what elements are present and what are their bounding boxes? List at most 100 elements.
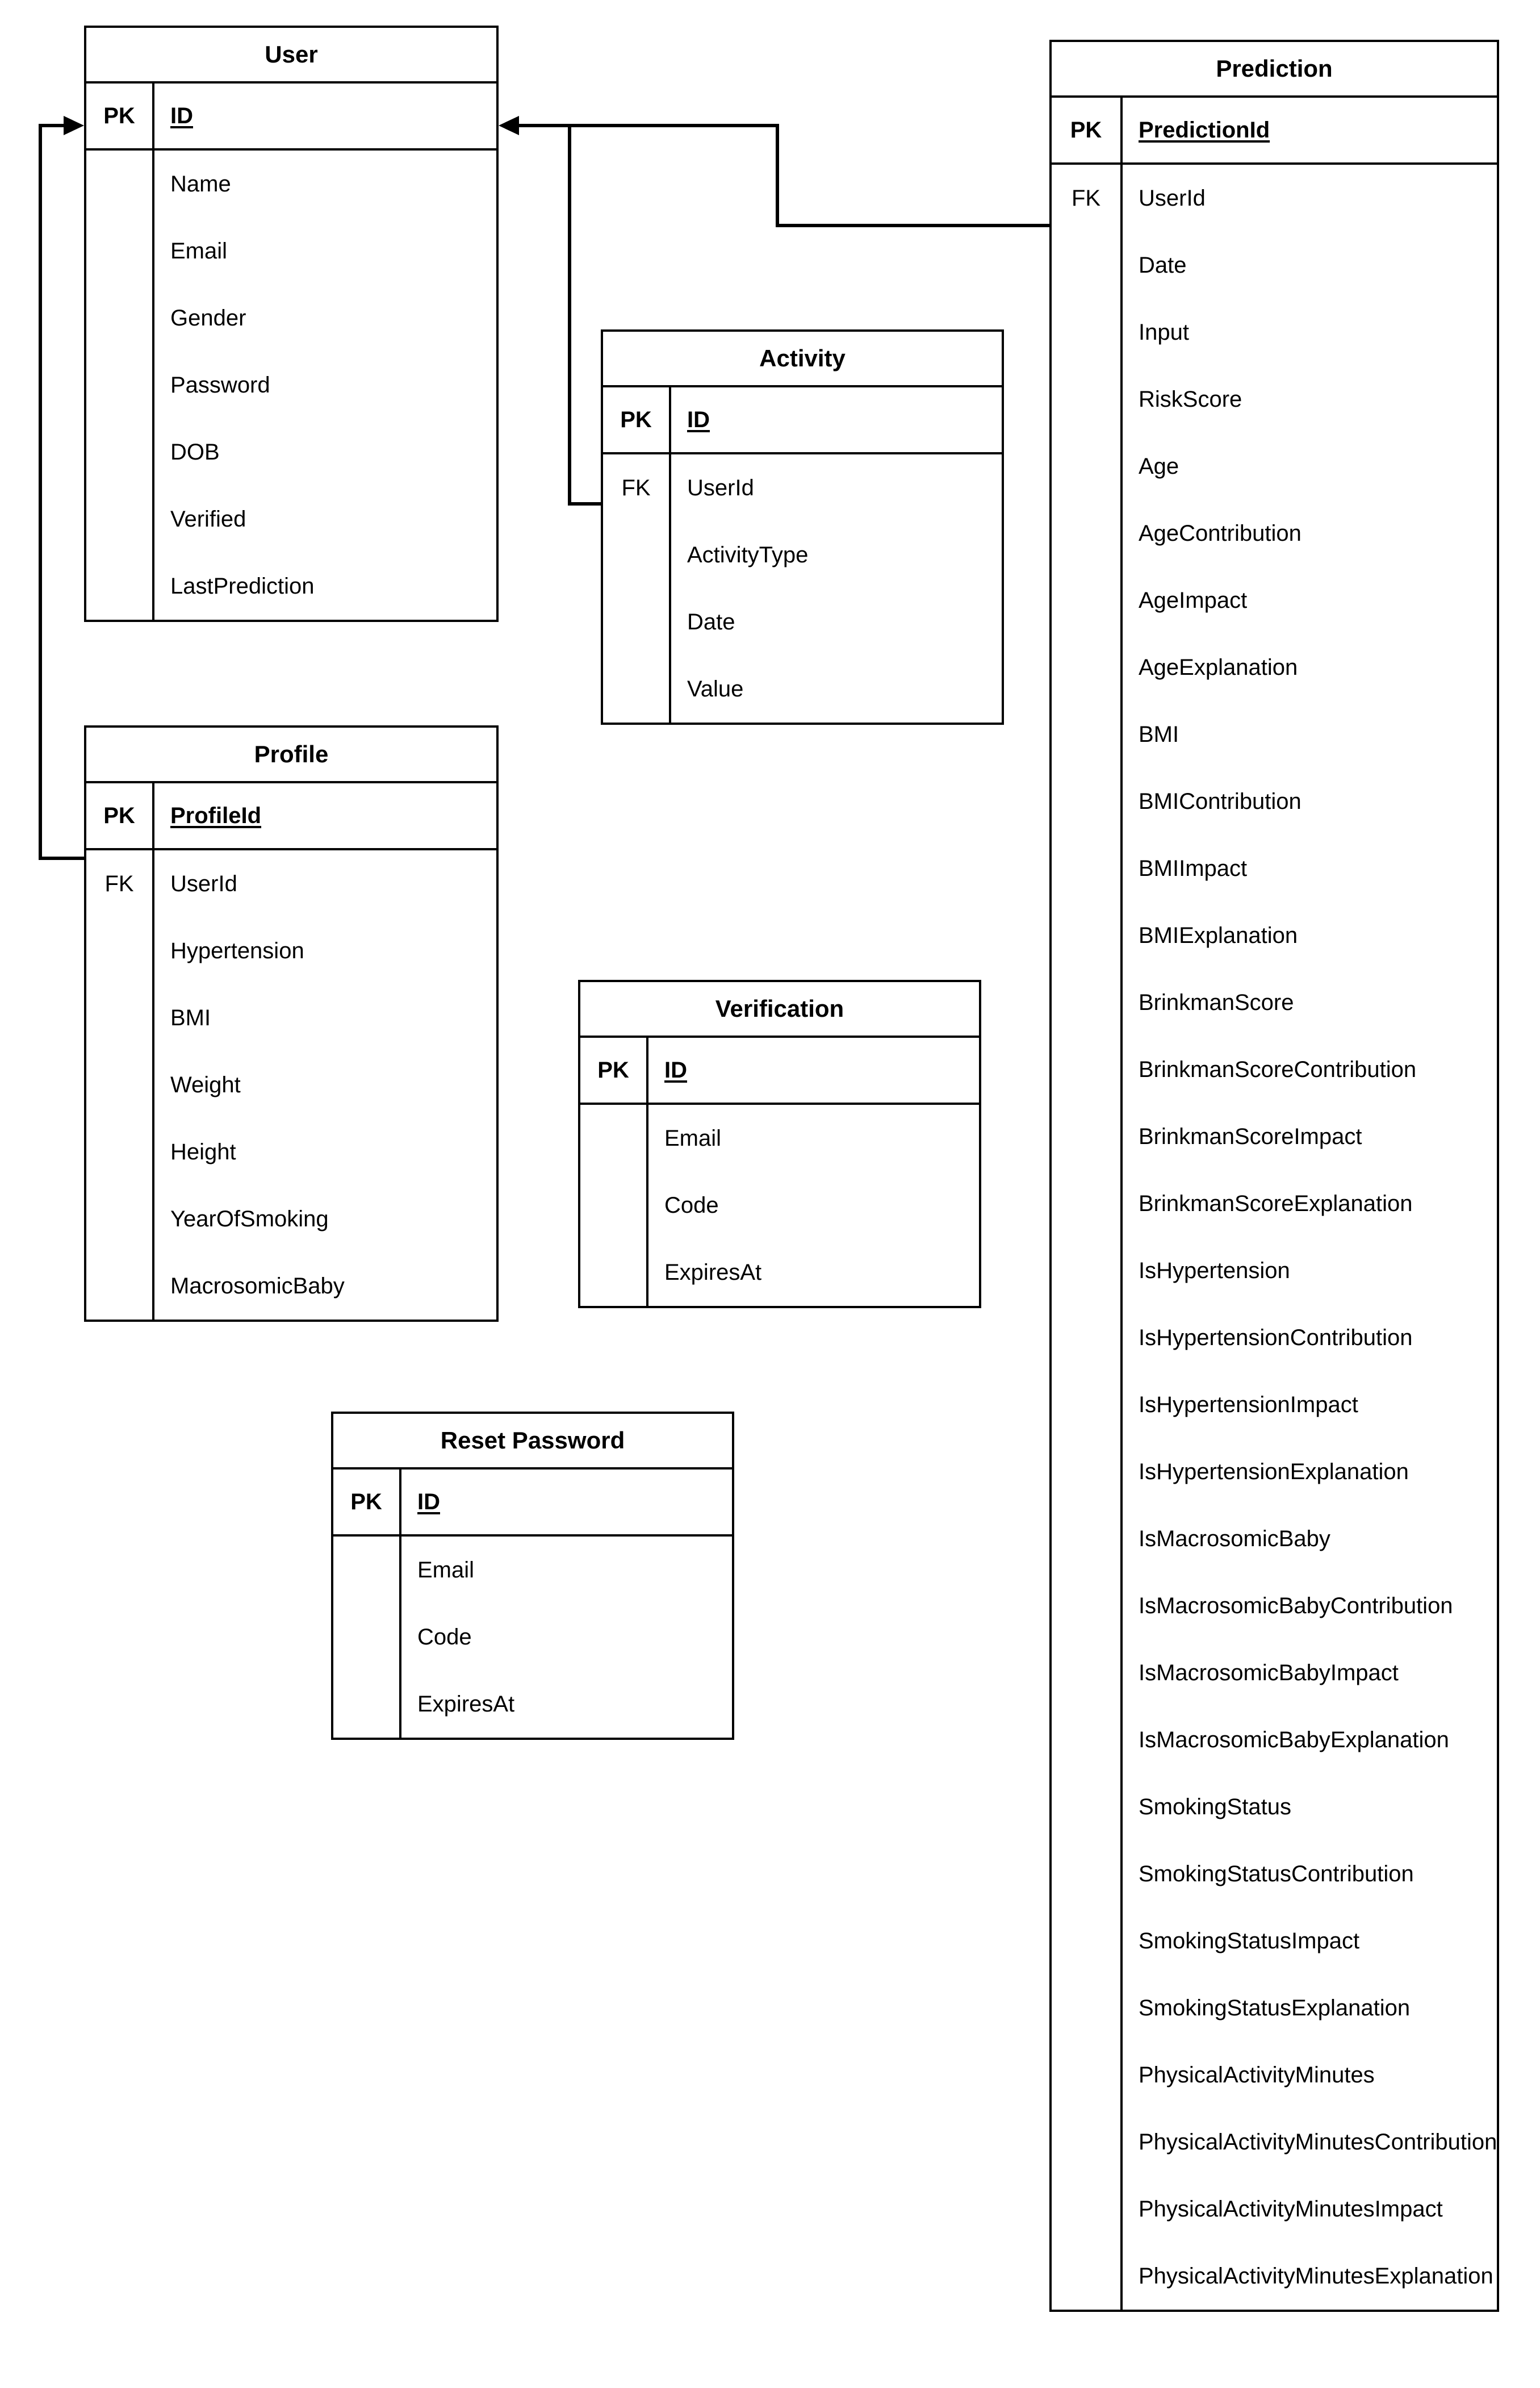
entity-verification-title: Verification	[580, 982, 979, 1038]
attribute-name: SmokingStatus	[1139, 1794, 1292, 1819]
attribute-name: ExpiresAt	[417, 1691, 515, 1717]
attribute-name: IsMacrosomicBabyImpact	[1139, 1660, 1399, 1685]
attribute-name: Password	[170, 372, 270, 398]
attribute-key-cell	[86, 218, 154, 285]
attribute-name: Height	[170, 1139, 236, 1164]
entity-reset-password-pk-row: PK ID	[333, 1469, 732, 1537]
attribute-row: Age	[1052, 433, 1497, 500]
connector-profile-user-arrowhead	[64, 116, 84, 135]
attribute-row: BMI	[86, 984, 496, 1051]
attribute-name: Email	[664, 1125, 722, 1151]
attribute-name: Date	[1139, 252, 1187, 278]
attribute-key-cell	[1052, 2243, 1123, 2310]
attribute-row: BrinkmanScore	[1052, 969, 1497, 1036]
entity-prediction-fk-label: FK	[1052, 165, 1123, 232]
attribute-row: IsHypertension	[1052, 1237, 1497, 1304]
attribute-key-cell	[86, 285, 154, 352]
attribute-name: PhysicalActivityMinutes	[1139, 2062, 1375, 2088]
connector-profile-user-horizontal-top	[39, 124, 67, 127]
connector-prediction-user-vertical	[776, 124, 779, 227]
attribute-key-cell	[86, 553, 154, 620]
attribute-name: BrinkmanScoreExplanation	[1139, 1191, 1413, 1216]
attribute-key-cell	[1052, 433, 1123, 500]
attribute-row: Email	[86, 218, 496, 285]
attribute-row: IsMacrosomicBabyExplanation	[1052, 1706, 1497, 1773]
attribute-row: Verified	[86, 486, 496, 553]
entity-prediction-fk-attribute: UserId	[1139, 185, 1206, 211]
attribute-row: IsMacrosomicBaby	[1052, 1505, 1497, 1572]
attribute-key-cell	[86, 1118, 154, 1185]
attribute-name: Code	[664, 1192, 719, 1218]
attribute-name: BrinkmanScoreImpact	[1139, 1124, 1362, 1149]
attribute-key-cell	[86, 984, 154, 1051]
attribute-row: Email	[580, 1105, 979, 1172]
attribute-key-cell	[86, 1185, 154, 1253]
attribute-key-cell	[1052, 1907, 1123, 1974]
attribute-name: BMI	[1139, 721, 1179, 747]
attribute-key-cell	[1052, 1237, 1123, 1304]
attribute-key-cell	[603, 588, 671, 656]
connector-user-trunk-arrowhead	[499, 116, 519, 135]
attribute-key-cell	[1052, 366, 1123, 433]
attribute-key-cell	[1052, 634, 1123, 701]
entity-activity-fk-label: FK	[603, 454, 671, 521]
attribute-name: PhysicalActivityMinutesImpact	[1139, 2196, 1443, 2222]
attribute-name: Verified	[170, 506, 246, 532]
attribute-name: ExpiresAt	[664, 1259, 762, 1285]
attribute-row: ActivityType	[603, 521, 1002, 588]
attribute-key-cell	[1052, 701, 1123, 768]
attribute-key-cell	[1052, 2176, 1123, 2243]
attribute-name: Email	[417, 1557, 475, 1583]
entity-prediction-pk-label: PK	[1052, 98, 1123, 162]
attribute-row: AgeImpact	[1052, 567, 1497, 634]
attribute-key-cell	[333, 1604, 401, 1671]
attribute-name: SmokingStatusExplanation	[1139, 1995, 1411, 2020]
attribute-row: Name	[86, 151, 496, 218]
attribute-key-cell	[1052, 1639, 1123, 1706]
attribute-name: IsHypertensionImpact	[1139, 1392, 1358, 1417]
attribute-key-cell	[1052, 1706, 1123, 1773]
entity-prediction[interactable]: Prediction PK PredictionId FK UserId Dat…	[1049, 40, 1499, 2312]
attribute-row: SmokingStatus	[1052, 1773, 1497, 1840]
attribute-row: IsHypertensionContribution	[1052, 1304, 1497, 1371]
attribute-row: PhysicalActivityMinutesContribution	[1052, 2109, 1497, 2176]
entity-profile-pk-attribute: ProfileId	[170, 803, 262, 828]
entity-user-pk-label: PK	[86, 84, 154, 148]
attribute-name: IsHypertensionExplanation	[1139, 1459, 1409, 1484]
attribute-name: Email	[170, 238, 228, 264]
attribute-key-cell	[86, 151, 154, 218]
attribute-key-cell	[86, 917, 154, 984]
connector-profile-user-vertical	[39, 124, 42, 860]
attribute-key-cell	[1052, 835, 1123, 902]
entity-prediction-fk-row: FK UserId	[1052, 165, 1497, 232]
attribute-key-cell	[603, 656, 671, 723]
attribute-name: IsMacrosomicBabyContribution	[1139, 1593, 1453, 1618]
entity-activity-pk-row: PK ID	[603, 387, 1002, 454]
attribute-name: PhysicalActivityMinutesExplanation	[1139, 2263, 1493, 2289]
attribute-key-cell	[1052, 768, 1123, 835]
entity-profile-title: Profile	[86, 728, 496, 783]
attribute-key-cell	[1052, 567, 1123, 634]
attribute-key-cell	[1052, 1840, 1123, 1907]
attribute-row: PhysicalActivityMinutesExplanation	[1052, 2243, 1497, 2310]
attribute-row: Weight	[86, 1051, 496, 1118]
attribute-row: BMIExplanation	[1052, 902, 1497, 969]
entity-profile-pk-label: PK	[86, 783, 154, 848]
entity-prediction-pk-row: PK PredictionId	[1052, 98, 1497, 165]
entity-user-title: User	[86, 28, 496, 84]
attribute-name: BMIImpact	[1139, 855, 1248, 881]
attribute-name: BMIExplanation	[1139, 922, 1298, 948]
attribute-name: BMI	[170, 1005, 211, 1030]
attribute-name: RiskScore	[1139, 386, 1242, 412]
attribute-row: Date	[603, 588, 1002, 656]
attribute-row: Password	[86, 352, 496, 419]
entity-profile[interactable]: Profile PK ProfileId FK UserId Hypertens…	[84, 725, 499, 1322]
attribute-key-cell	[1052, 1505, 1123, 1572]
attribute-row: SmokingStatusImpact	[1052, 1907, 1497, 1974]
connector-activity-user-vertical	[568, 124, 571, 506]
